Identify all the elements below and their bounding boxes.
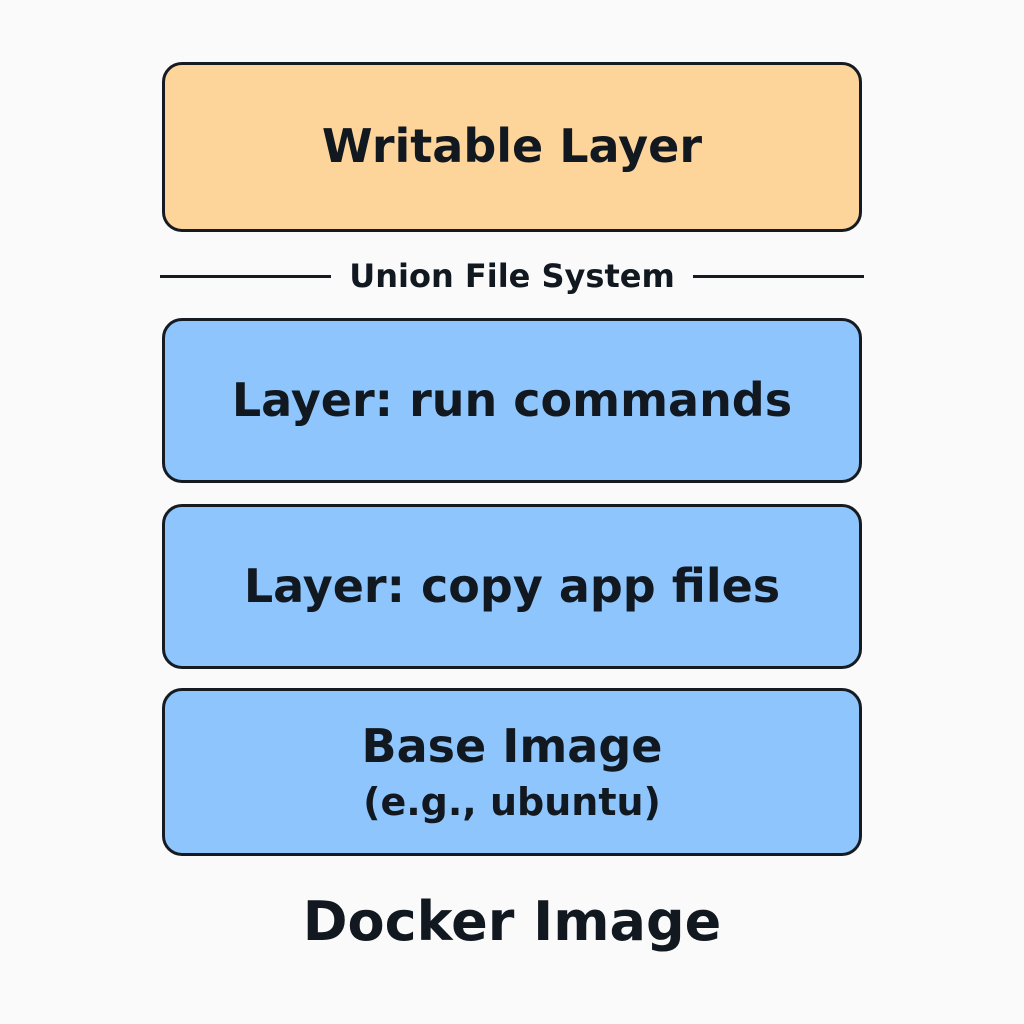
divider-line-right xyxy=(692,274,865,278)
base-image-layer-box: Base Image (e.g., ubuntu) xyxy=(162,688,862,856)
run-commands-layer-label: Layer: run commands xyxy=(231,372,793,427)
divider-line-left xyxy=(160,274,332,278)
copy-app-files-layer-label: Layer: copy app files xyxy=(243,558,781,613)
base-image-label: Base Image xyxy=(361,718,663,773)
union-file-system-label: Union File System xyxy=(349,257,675,295)
docker-image-title: Docker Image xyxy=(302,890,722,953)
copy-app-files-layer-box: Layer: copy app files xyxy=(162,504,862,669)
run-commands-layer-box: Layer: run commands xyxy=(162,318,862,483)
union-file-system-divider: Union File System xyxy=(160,256,865,296)
writable-layer-box: Writable Layer xyxy=(162,62,862,232)
base-image-sublabel: (e.g., ubuntu) xyxy=(363,779,661,824)
writable-layer-label: Writable Layer xyxy=(321,119,703,174)
